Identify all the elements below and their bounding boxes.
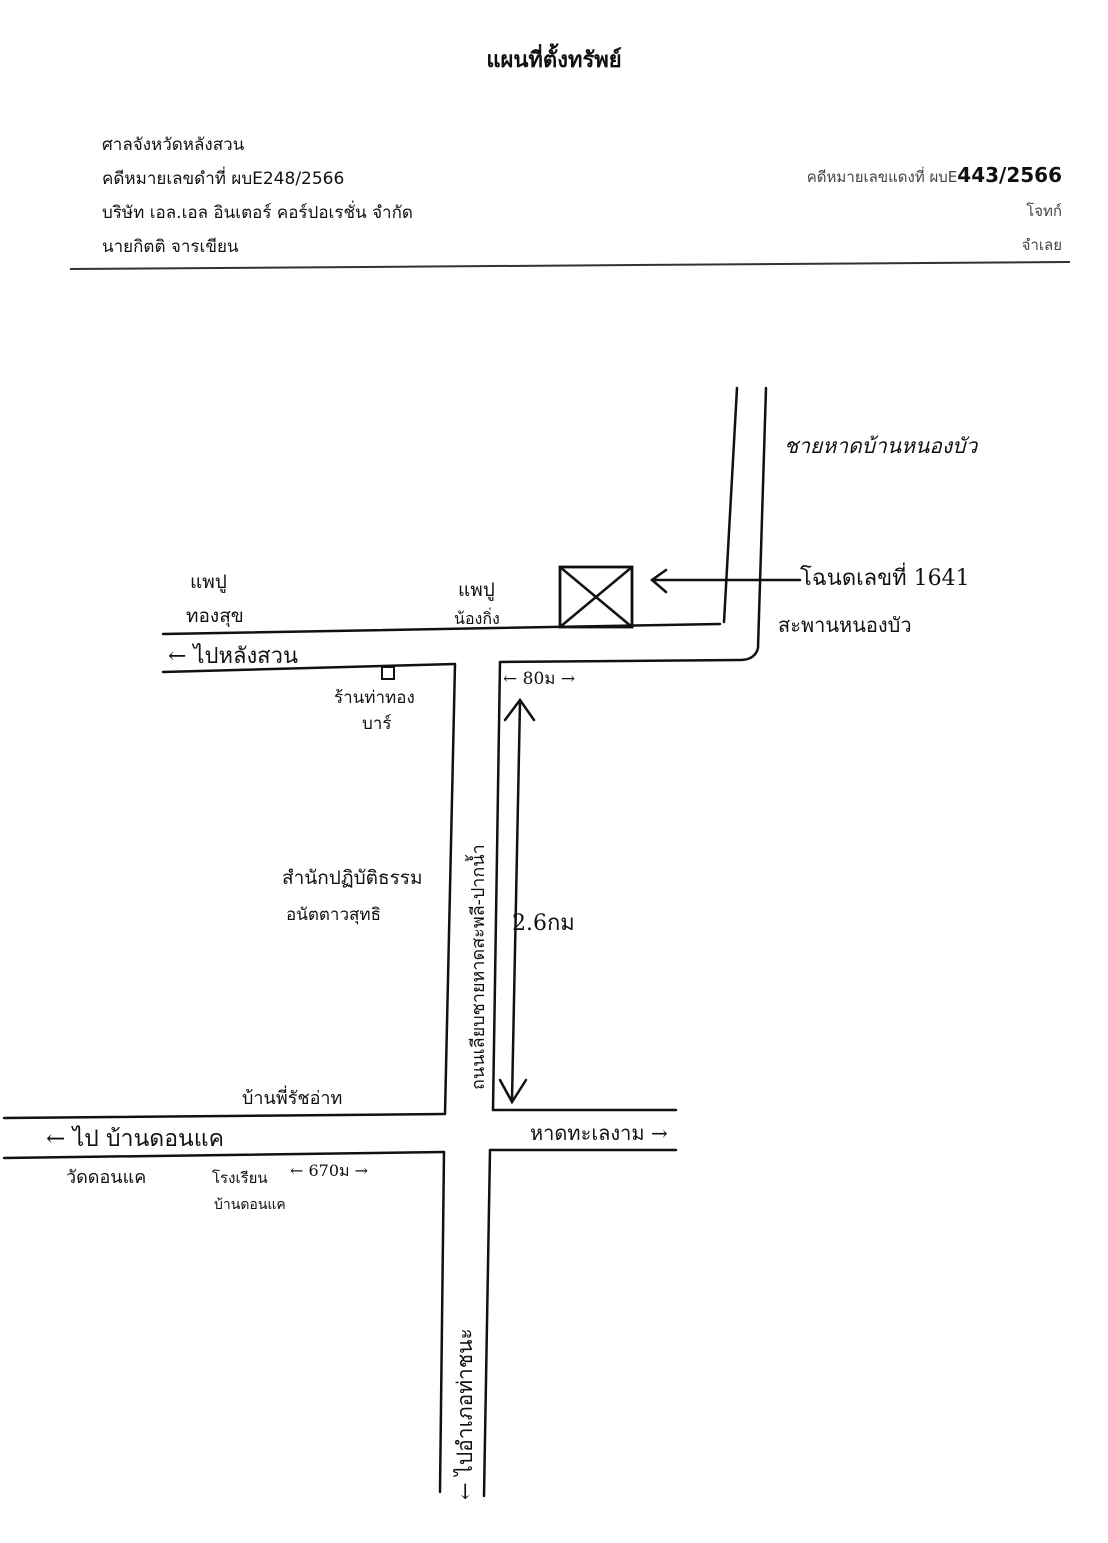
label-school-line1: โรงเรียน — [212, 1169, 268, 1187]
label-school-line2: บ้านดอนแค — [214, 1197, 286, 1213]
property-parcel-box — [558, 565, 634, 629]
road-lower-lower-edge-west — [2, 1150, 446, 1160]
road-vertical-right-edge — [491, 660, 502, 1112]
label-monastery-line2: อนัตตาวสุทธิ — [286, 905, 381, 925]
label-deed: โฉนดเลขที่ 1641 — [800, 562, 970, 591]
road-south-left-edge — [438, 1150, 446, 1494]
defendant-label: จำเลย — [1021, 236, 1062, 254]
distance-arrow-vertical — [498, 697, 536, 1105]
property-parcel-cross-2 — [558, 565, 634, 629]
road-north-left-edge — [722, 386, 739, 624]
label-shop-line2: บาร์ — [362, 714, 391, 734]
plaintiff-label: โจทก์ — [1026, 202, 1062, 220]
company-name: บริษัท เอล.เอล อินเตอร์ คอร์ปอเรชั่น จำก… — [102, 203, 413, 223]
label-temple: วัดดอนแค — [66, 1167, 146, 1188]
label-to-langsuan: ← ไปหลังสวน — [168, 643, 298, 669]
label-shop-line1: ร้านท่าทอง — [334, 688, 415, 708]
label-beach-north: ชายหาดบ้านหนองบัว — [784, 434, 978, 458]
label-to-south: ← ไปอำเภอท่าชนะ — [453, 1328, 477, 1500]
label-stall1-line2: ทองสุข — [186, 605, 244, 628]
label-stall1-line1: แพปู — [190, 571, 227, 593]
shop-marker-icon — [381, 666, 395, 680]
label-distance-80m: ← 80ม → — [503, 669, 575, 689]
label-distance-670m: ← 670ม → — [290, 1161, 368, 1180]
red-case-prefix: คดีหมายเลขแดงที่ ผบE — [806, 168, 958, 186]
road-north-right-edge — [498, 386, 768, 664]
court-name: ศาลจังหวัดหลังสวน — [102, 135, 245, 155]
case-header-left: ศาลจังหวัดหลังสวน คดีหมายเลขดำที่ ผบE248… — [102, 128, 413, 264]
person-name: นายกิตติ จารเขียน — [102, 237, 239, 257]
label-stall2-line1: แพปู — [458, 579, 495, 601]
label-village: บ้านพี่รัชอ่าท — [242, 1085, 342, 1109]
label-distance-2-6km: 2.6กม — [512, 911, 575, 936]
road-top-lower-edge — [161, 662, 457, 674]
case-header-right: คดีหมายเลขแดงที่ ผบE443/2566 โจทก์ จำเลย — [807, 158, 1062, 262]
page-title: แผนที่ตั้งทรัพย์ — [486, 48, 622, 73]
label-monastery-line1: สำนักปฏิบัติธรรม — [282, 867, 423, 889]
label-bridge: สะพานหนองบัว — [778, 613, 912, 637]
road-top-upper-edge — [161, 622, 722, 636]
label-beach-east: หาดทะเลงาม → — [530, 1121, 668, 1145]
label-to-ban-don-khae: ← ไป บ้านดอนแค — [46, 1125, 224, 1152]
road-lower-upper-edge-west — [2, 1112, 447, 1120]
red-case-number: 443/2566 — [957, 163, 1062, 187]
red-case-line: คดีหมายเลขแดงที่ ผบE443/2566 — [807, 158, 1062, 194]
road-vertical-left-edge — [443, 662, 457, 1116]
label-stall2-line2: น้องกิ่ง — [454, 607, 500, 628]
road-south-right-edge — [482, 1148, 492, 1498]
black-case-number: คดีหมายเลขดำที่ ผบE248/2566 — [102, 169, 345, 189]
deed-pointer-arrow — [649, 568, 802, 594]
label-road-vertical: ถนนเลียบชายหาดสะพลี-ปากน้ำ — [465, 844, 489, 1090]
